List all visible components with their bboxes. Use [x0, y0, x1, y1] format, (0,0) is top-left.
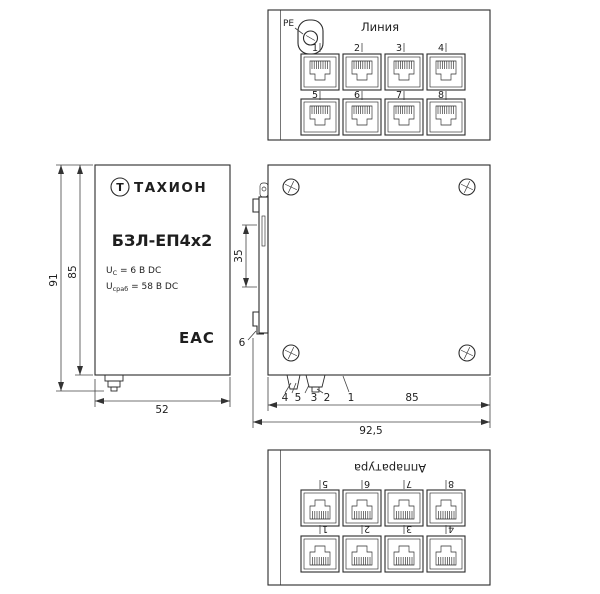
port-number: 3: [396, 43, 402, 54]
rj45-port: [342, 489, 382, 527]
rj45-port: [300, 98, 340, 136]
bottom-row2-numbers: 1 2 3 4: [319, 523, 454, 534]
top-row2-numbers: 5 6 7 8: [312, 90, 447, 101]
pe-label: PE: [283, 19, 294, 29]
bottom-terminal: [104, 374, 124, 392]
brand-logo-icon: [110, 177, 130, 197]
callout-4: 4: [282, 392, 289, 404]
port-number: 2: [354, 43, 360, 54]
port-number: 5: [322, 478, 328, 489]
rail-dimension: 35: [233, 224, 257, 288]
port-number: 2: [364, 523, 370, 534]
pe-leader: [294, 27, 304, 35]
rj45-port: [342, 53, 382, 91]
dim-text-91: 91: [48, 273, 60, 286]
port-number: 8: [438, 90, 444, 101]
din-rail-clip: [252, 182, 269, 335]
brand-name: ТАХИОН: [134, 180, 207, 196]
model-name: БЗЛ-ЕП4х2: [112, 231, 212, 250]
dim-text-85: 85: [67, 265, 79, 278]
rj45-port: [300, 489, 340, 527]
spec-line-1: UC = 6 В DC: [106, 266, 161, 277]
bottom-row1-numbers: 5 6 7 8: [319, 478, 454, 489]
rj45-port: [426, 53, 466, 91]
port-number: 5: [312, 90, 318, 101]
rj45-port: [300, 53, 340, 91]
rj45-port: [300, 535, 340, 573]
port-number: 4: [448, 523, 454, 534]
top-row2-ports: [300, 98, 466, 136]
front-view: Т ТАХИОН БЗЛ-ЕП4х2 UC = 6 В DC Uсраб = 5…: [48, 164, 231, 416]
port-number: 4: [438, 43, 444, 54]
clip-callout: 6: [239, 330, 257, 349]
rj45-port: [384, 98, 424, 136]
callout-2: 2: [324, 392, 331, 404]
spec-lines: UC = 6 В DC Uсраб = 58 В DC: [106, 266, 178, 293]
rj45-port: [426, 489, 466, 527]
spec-line-2: Uсраб = 58 В DC: [106, 282, 178, 293]
port-number: 8: [448, 478, 454, 489]
side-view-body: [267, 164, 491, 376]
rj45-port: [384, 535, 424, 573]
corner-screw-icon: [281, 177, 301, 197]
port-number: 7: [406, 478, 412, 489]
brand-logo: Т ТАХИОН: [110, 177, 207, 197]
bottom-view-body: [267, 449, 491, 586]
corner-screw-icon: [457, 177, 477, 197]
rj45-port: [426, 98, 466, 136]
pe-screw-icon: [302, 30, 319, 46]
port-number: 1: [322, 523, 328, 534]
top-row1-numbers: 1 2 3 4: [312, 43, 447, 54]
callout-5: 5: [295, 392, 302, 404]
bottom-callouts: 4 5 3 2 1: [282, 375, 355, 404]
eac-mark: EAC: [179, 329, 215, 347]
bottom-view-title: Аппаратура: [354, 461, 426, 475]
rj45-port: [426, 535, 466, 573]
rj45-port: [384, 53, 424, 91]
callout-3: 3: [311, 392, 318, 404]
corner-screw-icon: [457, 343, 477, 363]
dim-text-52: 52: [155, 404, 168, 416]
top-view-body: [267, 9, 491, 141]
port-number: 3: [406, 523, 412, 534]
rj45-port: [342, 535, 382, 573]
bottom-feet: [286, 374, 326, 393]
dim-text-35: 35: [233, 249, 245, 262]
side-dimensions: 85 92,5: [252, 338, 491, 437]
port-number: 6: [354, 90, 360, 101]
port-number: 7: [396, 90, 402, 101]
corner-screw-icon: [281, 343, 301, 363]
bottom-row1-ports: [300, 489, 466, 527]
top-view: PE Линия 1 2 3 4 5 6 7 8: [267, 9, 491, 141]
front-dimensions: 91 85 52: [48, 164, 231, 416]
rj45-port: [384, 489, 424, 527]
brand-logo-letter: Т: [116, 181, 124, 194]
dim-text-85-depth: 85: [405, 392, 418, 404]
front-view-body: [94, 164, 231, 376]
port-number: 1: [312, 43, 318, 54]
top-view-title: Линия: [361, 20, 399, 34]
bottom-row2-ports: [300, 535, 466, 573]
top-row1-ports: [300, 53, 466, 91]
rj45-port: [342, 98, 382, 136]
port-number: 6: [364, 478, 370, 489]
callout-1: 1: [348, 392, 355, 404]
side-view: 35 6 4 5 3 2 1 85 92,5: [233, 164, 491, 437]
dim-text-92-5: 92,5: [359, 425, 382, 437]
bottom-view: Аппаратура 5 6 7 8 1 2 3 4: [267, 449, 491, 586]
callout-6: 6: [239, 337, 246, 349]
